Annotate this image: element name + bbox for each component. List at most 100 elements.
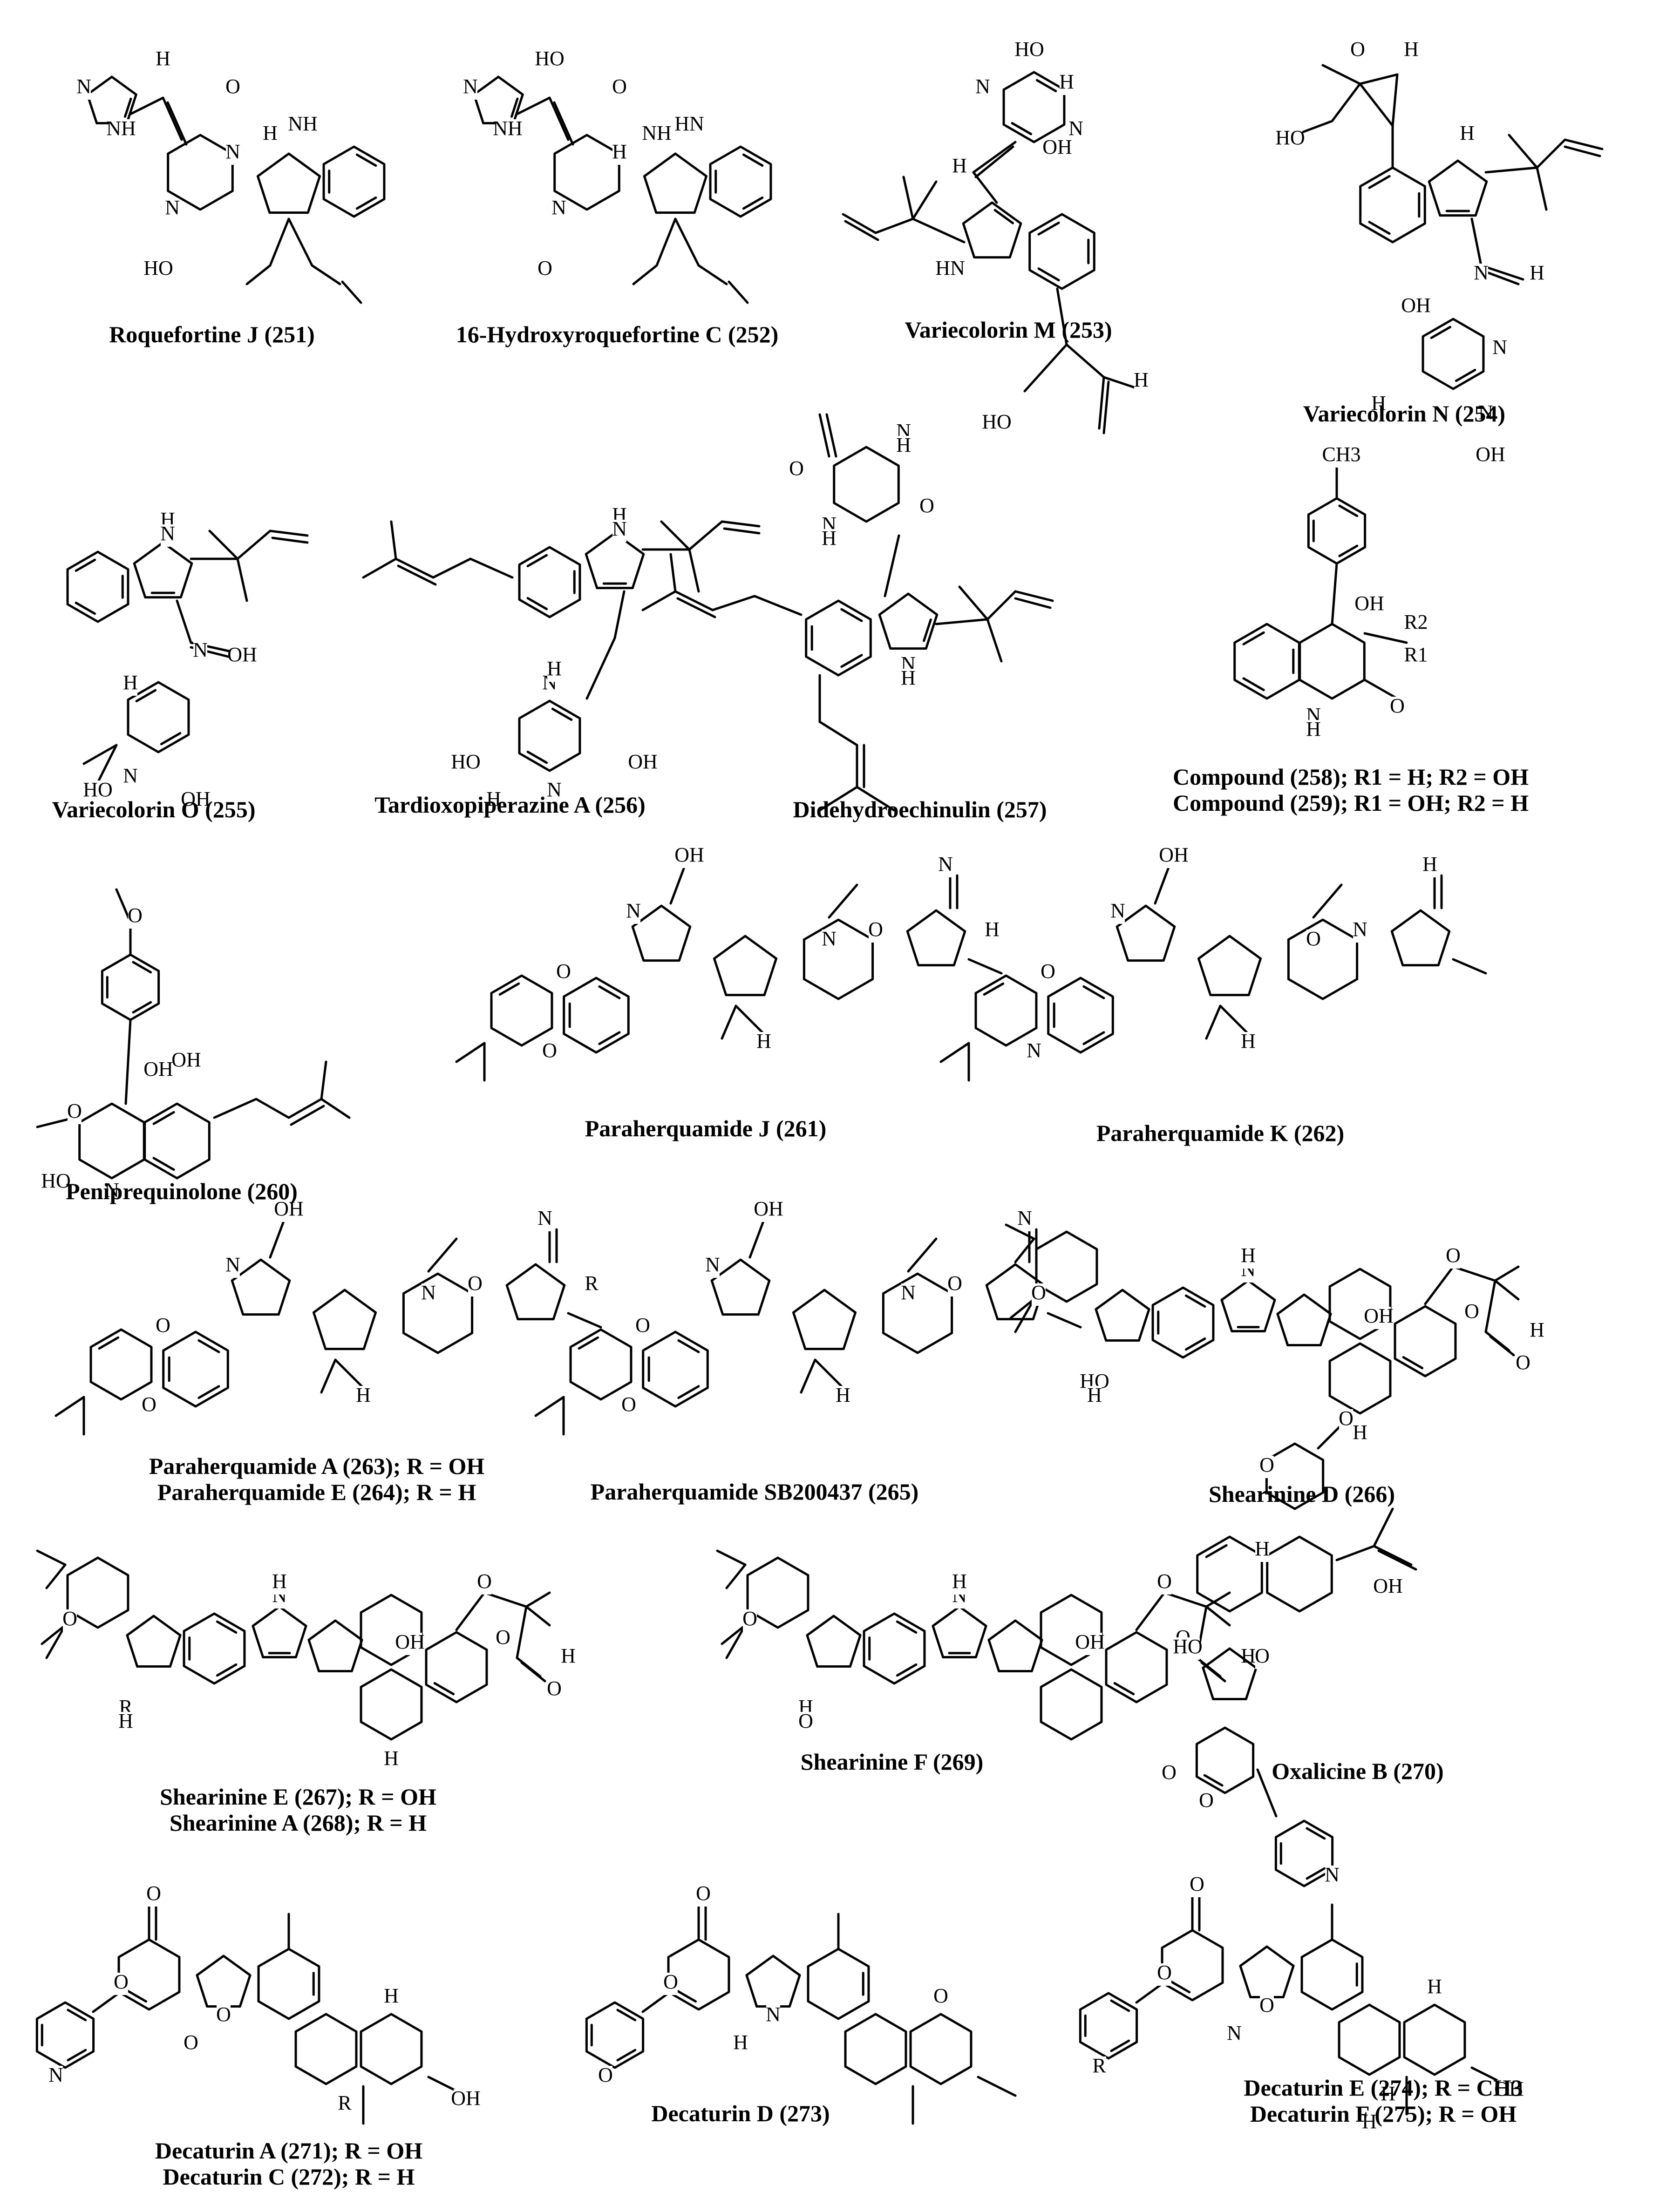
atom-label-backdrop xyxy=(1404,645,1428,668)
double-bond xyxy=(1430,326,1452,339)
atom-oh: OH xyxy=(451,2087,481,2110)
atom-label-backdrop xyxy=(77,77,91,100)
atom-o: O xyxy=(663,1970,678,1993)
double-bond xyxy=(1338,544,1359,557)
atom-o: O xyxy=(477,1570,492,1593)
cyclohexene-ring xyxy=(1394,1305,1457,1378)
double-bond xyxy=(1205,1544,1228,1558)
cyclopentane-ring xyxy=(312,1289,377,1351)
bond xyxy=(1363,679,1399,700)
bond xyxy=(1494,1279,1520,1301)
bond xyxy=(669,553,677,593)
atom-oh: OH xyxy=(1042,136,1072,158)
dioxepin-ring xyxy=(89,1328,153,1401)
atom-label-backdrop xyxy=(934,1987,948,2009)
bond xyxy=(967,958,1003,975)
bond xyxy=(1009,1298,1035,1319)
atom-label-backdrop xyxy=(1157,1963,1171,1986)
bond xyxy=(884,534,900,597)
atom-oh: OH xyxy=(1075,1630,1105,1653)
atom-label-backdrop xyxy=(1018,1209,1032,1231)
atom-label-backdrop xyxy=(1060,73,1074,95)
double-bond xyxy=(896,1663,918,1677)
atom-r: R xyxy=(1092,2054,1106,2077)
bond xyxy=(520,1661,546,1683)
atom-label-backdrop xyxy=(920,496,934,519)
atom-label-backdrop xyxy=(743,1609,757,1632)
bond xyxy=(1154,865,1170,905)
oxindole-ring xyxy=(231,1258,291,1316)
atom-label-backdrop xyxy=(1092,2056,1106,2079)
atom-h: H xyxy=(1241,1244,1256,1267)
double-bond xyxy=(1110,1999,1130,2012)
cyclohexane-ring-b xyxy=(1403,2003,1466,2076)
atom-label-backdrop xyxy=(734,2033,748,2056)
atom-h: H xyxy=(356,1384,371,1406)
bond xyxy=(166,101,188,146)
bond xyxy=(320,1358,337,1394)
atom-label-backdrop xyxy=(561,1647,575,1669)
atom-label-backdrop xyxy=(44,1172,68,1194)
bond xyxy=(311,264,341,285)
double-bond xyxy=(1306,1867,1326,1880)
cyclopentene-ring xyxy=(806,1615,862,1668)
atom-n: N xyxy=(766,2003,781,2026)
atom-n: N xyxy=(1068,117,1083,140)
atom-label-backdrop xyxy=(1372,394,1386,416)
bond xyxy=(1102,380,1110,434)
bond xyxy=(1312,883,1343,919)
atom-oh: OH xyxy=(181,787,211,810)
tolyl-ring xyxy=(1307,497,1367,565)
atom-o: O xyxy=(62,1607,77,1630)
bond xyxy=(469,557,514,579)
double-bond xyxy=(498,982,520,996)
bond xyxy=(1005,1223,1035,1240)
atom-n: N xyxy=(547,778,562,801)
atom-label-backdrop xyxy=(156,49,170,72)
atom-label-backdrop xyxy=(1255,1647,1269,1669)
bond xyxy=(958,585,989,621)
atom-h: H xyxy=(1087,1384,1102,1406)
cyclopentene-ring xyxy=(126,1615,182,1668)
benzene-ring xyxy=(1151,1286,1215,1359)
cyclohexane-ring-b xyxy=(360,2013,423,2085)
double-bond xyxy=(355,153,377,167)
atom-label-backdrop xyxy=(1381,2084,1395,2107)
cyclohexene-ring xyxy=(1105,1631,1168,1704)
double-bond xyxy=(598,985,621,999)
atom-label-backdrop xyxy=(496,119,520,142)
atom-label-backdrop xyxy=(1446,1246,1460,1269)
double-bond xyxy=(1082,1031,1105,1045)
atom-r2: R2 xyxy=(1404,611,1428,633)
caption-shearinine-e-a: Shearinine E (267); R = OH Shearinine A … xyxy=(160,1784,436,1836)
bond xyxy=(911,180,938,220)
double-bond xyxy=(510,97,519,118)
atom-label-backdrop xyxy=(696,1884,710,1907)
atom-ho: HO xyxy=(41,1169,71,1192)
bond xyxy=(525,1605,551,1627)
imidazole-ring xyxy=(86,75,137,124)
atom-label-backdrop xyxy=(1404,296,1428,319)
bond xyxy=(660,520,691,551)
oxindole-ring xyxy=(1115,904,1176,962)
atom-h: H xyxy=(263,122,278,144)
atom-o: O xyxy=(1259,1453,1274,1476)
bond xyxy=(1014,590,1054,602)
double-bond xyxy=(197,1339,220,1353)
atom-o: O xyxy=(468,1272,483,1295)
bond xyxy=(735,1004,765,1035)
bond xyxy=(341,280,362,304)
double-bond xyxy=(75,601,96,615)
atom-label-backdrop xyxy=(174,1051,198,1073)
atom-h: H xyxy=(384,1747,399,1770)
atom-hn: HN xyxy=(935,257,965,279)
double-bond xyxy=(616,2049,637,2062)
atom-label-backdrop xyxy=(1465,1302,1479,1324)
atom-label-backdrop xyxy=(1078,1633,1102,1655)
